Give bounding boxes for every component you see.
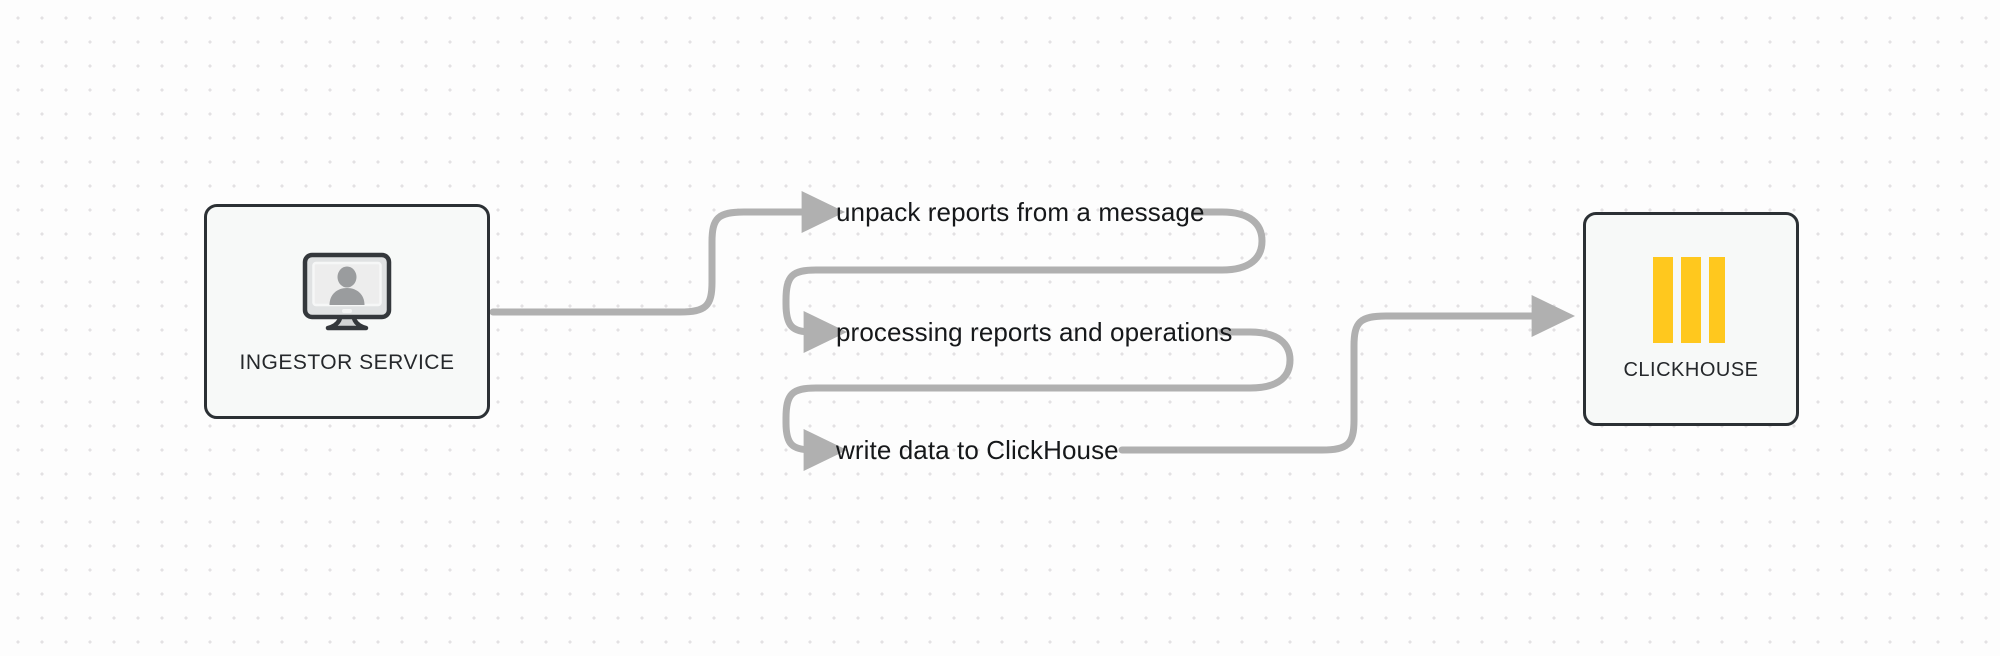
node-clickhouse-label: CLICKHOUSE bbox=[1623, 358, 1759, 381]
edge-path-write bbox=[782, 328, 1294, 471]
edge-label-processing: processing reports and operations bbox=[836, 317, 1233, 347]
edge-path-processing bbox=[782, 208, 1266, 353]
node-clickhouse[interactable]: CLICKHOUSE bbox=[1583, 212, 1799, 426]
edge-label-unpack: unpack reports from a message bbox=[836, 197, 1205, 227]
clickhouse-bars-icon bbox=[1647, 256, 1735, 343]
edge-path-unpack bbox=[489, 191, 845, 316]
edge-label-write: write data to ClickHouse bbox=[836, 435, 1119, 465]
node-ingestor-service-label: INGESTOR SERVICE bbox=[239, 350, 455, 374]
node-ingestor-service[interactable]: INGESTOR SERVICE bbox=[204, 204, 490, 419]
monitor-user-icon bbox=[295, 249, 399, 337]
